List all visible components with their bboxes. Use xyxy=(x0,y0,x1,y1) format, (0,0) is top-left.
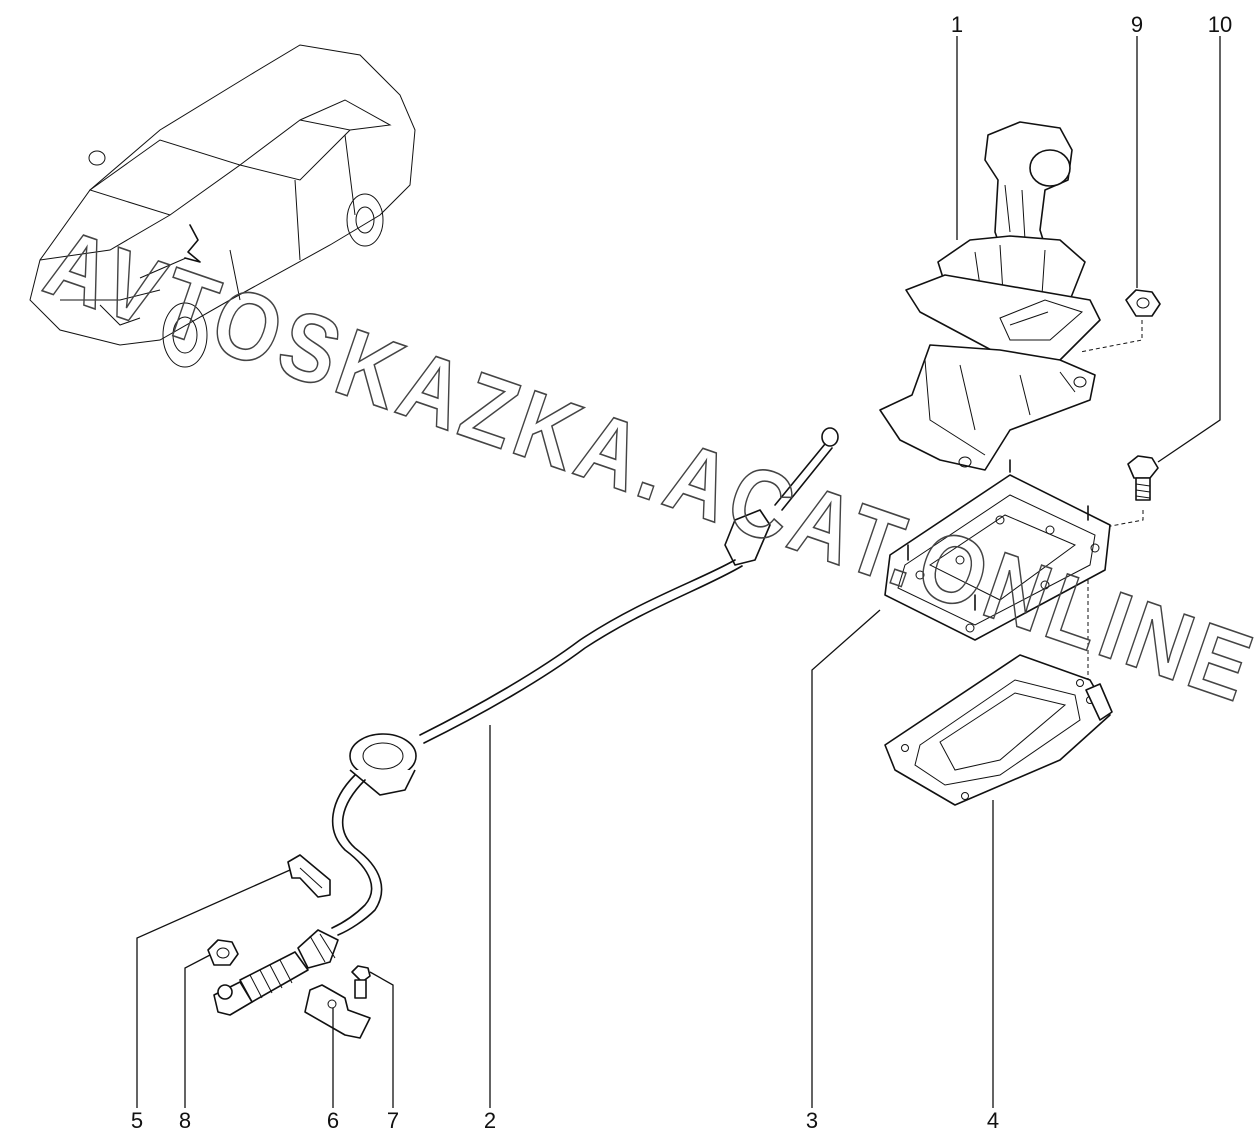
bracket-part-6 xyxy=(304,984,371,1039)
callout-3: 3 xyxy=(806,1108,818,1133)
callout-6: 6 xyxy=(327,1108,339,1133)
mounting-plate-part-3 xyxy=(884,459,1111,680)
callout-1: 1 xyxy=(951,12,963,37)
callout-8: 8 xyxy=(179,1108,191,1133)
seal-part-4 xyxy=(884,654,1113,806)
callout-9: 9 xyxy=(1131,12,1143,37)
cable-part-2 xyxy=(213,427,839,1016)
callout-10: 10 xyxy=(1208,12,1232,37)
nut-part-9 xyxy=(1079,289,1161,353)
callout-5: 5 xyxy=(131,1108,143,1133)
car-overview-illustration xyxy=(29,44,416,368)
leader-lines xyxy=(136,36,1221,1108)
gear-selector-assembly xyxy=(879,121,1101,471)
nut-part-8 xyxy=(207,939,239,966)
bolt-part-10 xyxy=(1099,455,1159,529)
callout-7: 7 xyxy=(387,1108,399,1133)
screw-part-7 xyxy=(351,965,371,999)
callout-4: 4 xyxy=(987,1108,999,1133)
callouts: 1 9 10 5 8 6 7 2 3 4 xyxy=(131,12,1232,1133)
callout-2: 2 xyxy=(484,1108,496,1133)
clip-part-5 xyxy=(287,854,331,898)
